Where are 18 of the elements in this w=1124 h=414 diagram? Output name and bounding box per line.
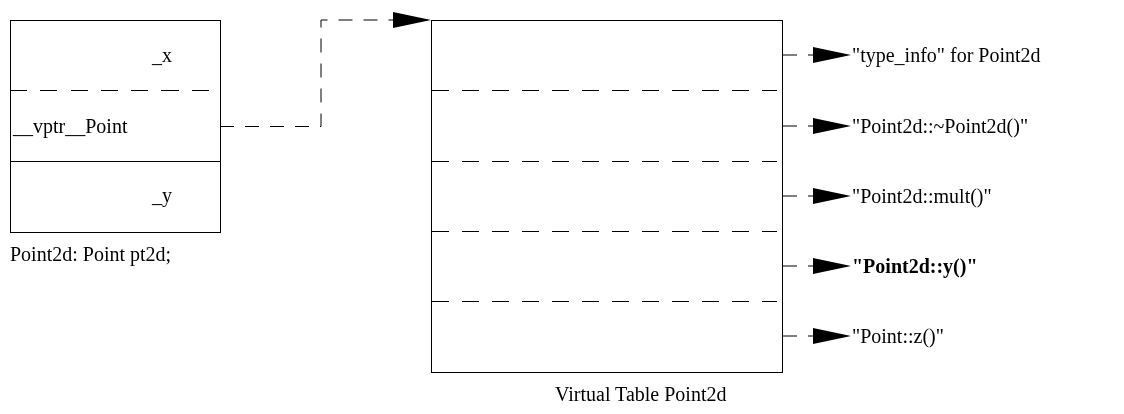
memory-box xyxy=(431,20,783,373)
field-name: _x xyxy=(152,43,172,67)
field-name: _y xyxy=(152,183,172,207)
pointer-arrow xyxy=(219,12,432,127)
vtable-entry: "Point::z()" xyxy=(852,325,944,347)
vtable-entry: "type_info" for Point2d xyxy=(852,44,1041,66)
node-label: Point2d: Point pt2d; xyxy=(10,242,172,266)
vtable-entry: "Point2d::y()" xyxy=(852,255,978,277)
pointer-arrow xyxy=(782,118,852,134)
pointer-arrow xyxy=(782,47,852,63)
node-label: Virtual Table Point2d xyxy=(555,382,727,406)
field-name: __vptr__Point xyxy=(13,114,128,138)
memory-box xyxy=(10,20,221,233)
pointer-arrow xyxy=(782,188,852,204)
vtable-entry: "Point2d::~Point2d()" xyxy=(852,115,1029,137)
pointer-arrow xyxy=(782,328,852,344)
pointer-arrow xyxy=(782,258,852,274)
vtable-entry: "Point2d::mult()" xyxy=(852,185,992,207)
